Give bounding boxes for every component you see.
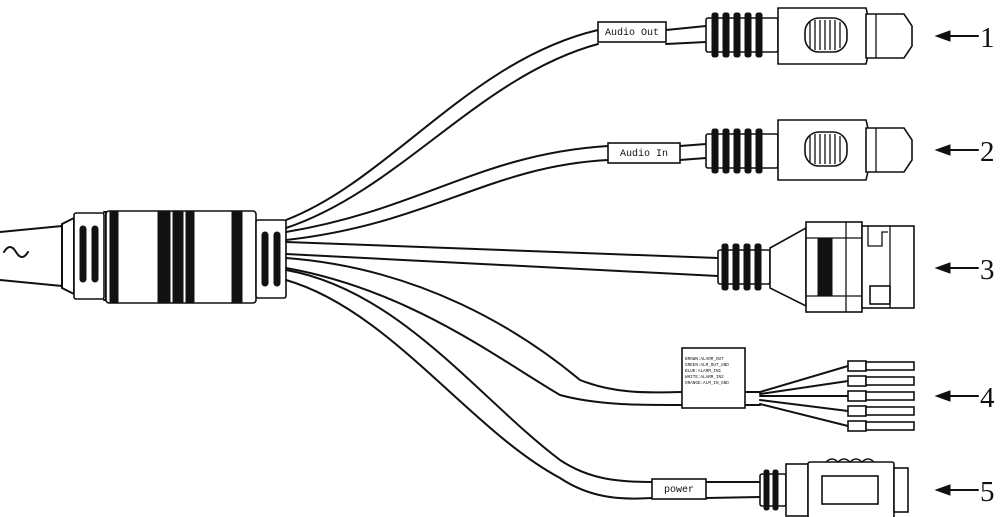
audio-out-connector (705, 7, 913, 65)
alarm-io-connector (681, 347, 915, 432)
power-label-tag: power (651, 478, 707, 500)
callout-1: 1 (934, 22, 995, 54)
audio-in-label: Audio In (620, 148, 668, 160)
callout-3: 3 (934, 254, 995, 286)
callout-4: 4 (934, 382, 995, 414)
callout-number: 1 (980, 22, 995, 54)
branch-cables (285, 25, 761, 500)
alarm-tag-line: ORANGE:ALM_IN_GND (685, 381, 729, 386)
alarm-tag-text: BROWN:ALARM_OUT GREEN:ALM_OUT_GND BLUE:A… (685, 357, 729, 386)
main-cable (0, 225, 63, 287)
callout-2: 2 (934, 136, 995, 168)
audio-out-label-tag: Audio Out (597, 21, 667, 43)
callout-number: 2 (980, 136, 995, 168)
callout-number: 3 (980, 254, 995, 286)
alarm-tag-line: BLUE:ALARM_IN1 (685, 369, 722, 374)
audio-in-label-tag: Audio In (607, 142, 681, 164)
power-label: power (664, 485, 694, 496)
callout-number: 5 (980, 476, 995, 508)
cable-boot (61, 210, 287, 304)
alarm-tag-line: BROWN:ALARM_OUT (685, 357, 724, 362)
alarm-tag-line: GREEN:ALM_OUT_GND (685, 363, 729, 368)
audio-out-label: Audio Out (605, 27, 659, 39)
callout-5: 5 (934, 476, 995, 508)
audio-in-connector (705, 119, 913, 181)
callout-number: 4 (980, 382, 995, 414)
network-connector (717, 221, 915, 313)
power-connector (759, 458, 909, 517)
alarm-tag-line: WHITE:ALARM_IN2 (685, 375, 724, 380)
